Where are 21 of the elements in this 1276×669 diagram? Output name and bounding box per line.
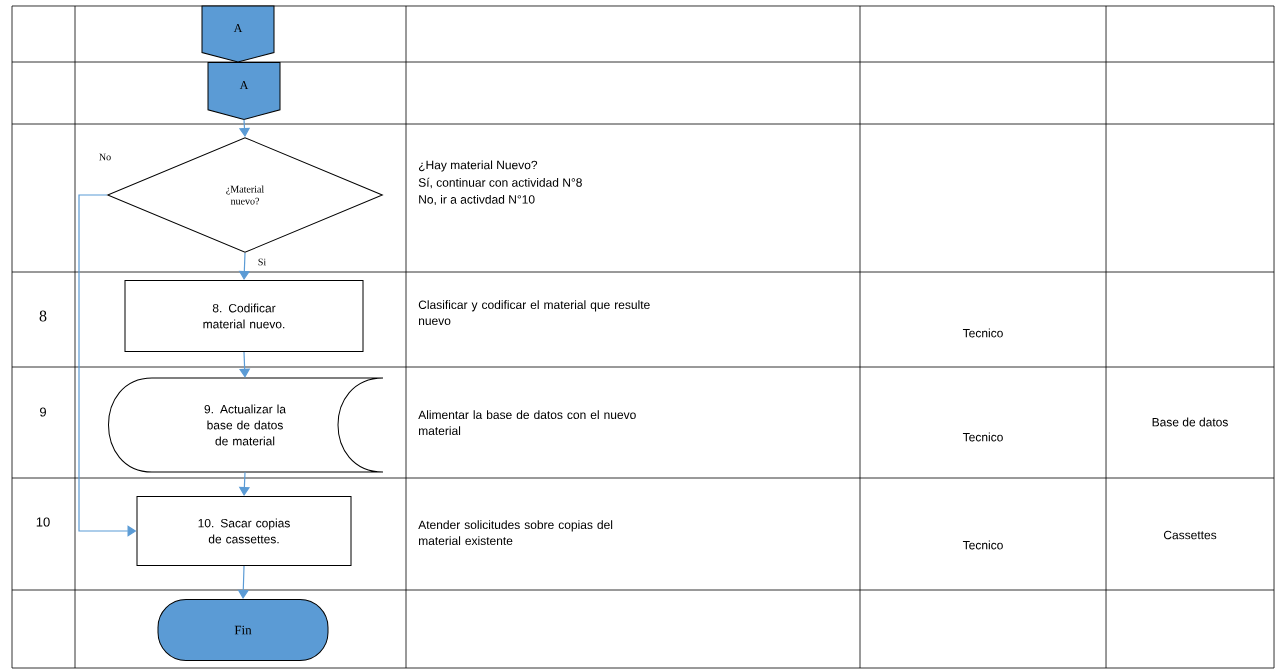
description-text: Sí, continuar con actividad N°8	[418, 177, 582, 189]
responsible-text: Tecnico	[962, 432, 1003, 442]
terminator: Fin	[157, 599, 329, 661]
off-page-connector: A	[207, 62, 281, 120]
resource-text: Cassettes	[1163, 530, 1217, 540]
description-text: ¿Hay material Nuevo?	[419, 160, 538, 172]
description-text: No, ir a activdad N°10	[419, 194, 535, 206]
resource-text: Base de datos	[1152, 417, 1228, 427]
description-text: Clasificar y codificar el material que resulte nuevo	[418, 300, 650, 325]
row-number: 10	[36, 517, 50, 527]
row-number: 9	[40, 407, 46, 417]
row-number: 8	[39, 310, 47, 322]
responsible-text: Tecnico	[962, 540, 1003, 550]
description-text: Alimentar la base de datos con el nuevo material	[418, 410, 636, 435]
responsible-text: Tecnico	[962, 328, 1003, 338]
off-page-connector: A	[201, 5, 275, 63]
arrow	[239, 351, 251, 378]
process-box: 10. Sacar copias de cassettes.	[136, 496, 352, 566]
process-box: 8. Codificar material nuevo.	[124, 280, 364, 352]
description-text: Atender solicitudes sobre copias del material existente	[418, 520, 613, 545]
edge-label: Si	[256, 257, 268, 267]
